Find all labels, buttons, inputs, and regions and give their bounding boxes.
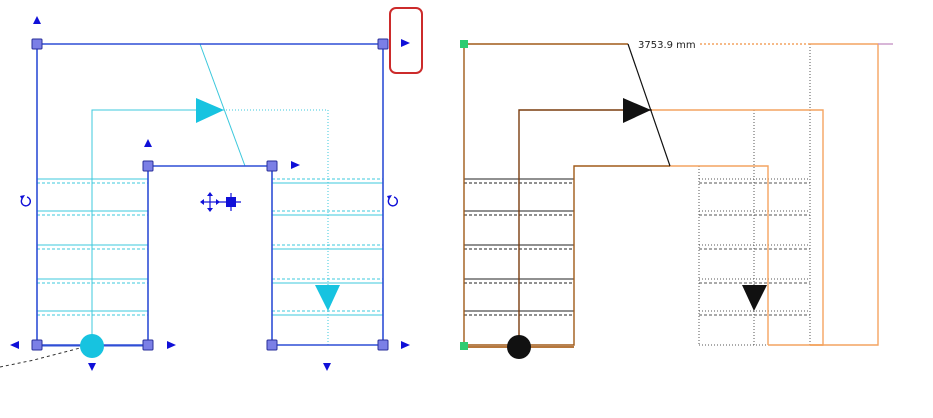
preview-brown-outline (463, 44, 670, 348)
grip-bottom-left (31, 339, 43, 351)
walk-direction-arrow-down-icon (315, 285, 340, 311)
walk-direction-arrow-right-icon (196, 98, 224, 123)
right-flight-treads (272, 178, 383, 312)
preview-walk-arrow-down-icon (742, 285, 767, 311)
grip-top-right (377, 38, 389, 50)
rotate-grip-right[interactable] (387, 195, 398, 207)
rotate-left-icon (20, 196, 31, 207)
rubber-band-line (0, 347, 81, 368)
grip-inner-right (266, 160, 278, 172)
selected-stair[interactable] (0, 7, 423, 371)
start-point-grip[interactable] (80, 334, 104, 358)
grip-arrow-up-icon (33, 16, 41, 24)
preview-point-top-left (460, 40, 468, 48)
grip-arrow-down-right-icon (323, 363, 331, 371)
rotate-grip-left[interactable] (20, 195, 31, 207)
preview-stair: 3753.9 mm (460, 37, 893, 359)
grip-arrow-right-icon (401, 39, 410, 47)
grip-arrow-down-bottom-icon (88, 363, 96, 371)
preview-orange-outline (464, 43, 879, 348)
preview-diagonal (627, 43, 671, 167)
dimension-label: 3753.9 mm (638, 40, 696, 51)
flip-arrow-highlight (389, 7, 423, 74)
right-flight-nosings (272, 182, 383, 316)
preview-walk-arrow-right-icon (623, 98, 651, 123)
grip-top-left (31, 38, 43, 50)
grip-arrow-right-far-icon (401, 341, 410, 349)
preview-start-circle (507, 335, 531, 359)
grip-inner-left (142, 160, 154, 172)
corner-grips[interactable] (31, 38, 389, 351)
preview-point-bottom-left (460, 342, 468, 350)
move-grip[interactable] (200, 192, 241, 212)
move-icon (200, 192, 220, 212)
dimension-label-bg (632, 37, 700, 51)
preview-right-dotted-treads (652, 44, 811, 346)
grip-arrow-left-bottom-icon (10, 341, 19, 349)
grip-arrows[interactable] (10, 16, 410, 371)
grip-bottom-inner-right (266, 339, 278, 351)
preview-walkline (518, 109, 652, 346)
base-point-grip (226, 197, 236, 207)
preview-right-nosings (699, 182, 810, 316)
stair-run-dotted-guides (220, 109, 329, 345)
grip-arrow-up-inner-icon (144, 139, 152, 147)
grip-arrow-right-bottom-icon (167, 341, 176, 349)
grip-bottom-right (377, 339, 389, 351)
walkline (91, 43, 246, 346)
grip-bottom-inner-left (142, 339, 154, 351)
grip-arrow-right-inner-icon (291, 161, 300, 169)
rotate-right-icon (387, 196, 398, 207)
